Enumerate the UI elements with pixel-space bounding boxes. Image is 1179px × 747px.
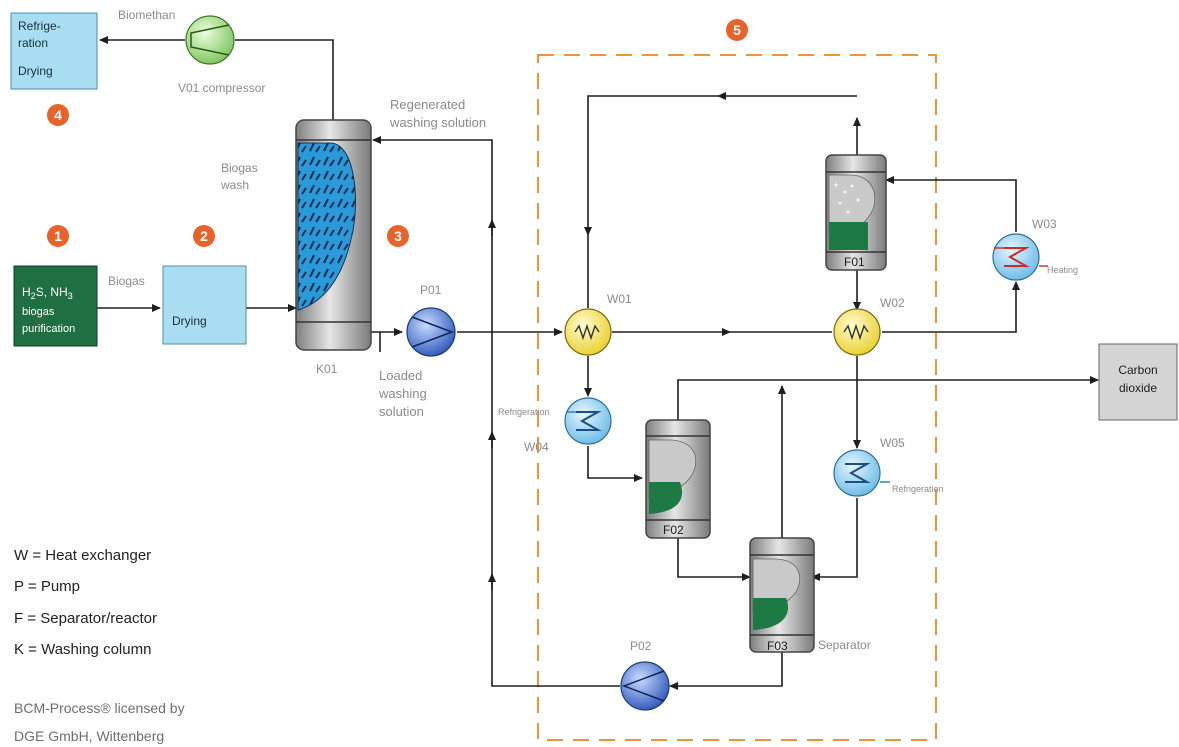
- regeneration-section-frame: [537, 54, 937, 741]
- p01-pump: [406, 307, 456, 357]
- p02-label: P02: [630, 639, 652, 653]
- credit-line-2: DGE GmbH, Wittenberg: [14, 728, 164, 744]
- legend-item-k: K = Washing column: [14, 641, 151, 658]
- step-badge-4: 4: [47, 104, 69, 126]
- purification-line3: purification: [22, 323, 75, 335]
- refdry-line2: ration: [18, 36, 48, 50]
- w02-heat-exchanger: [833, 308, 881, 356]
- legend-item-p: P = Pump: [14, 578, 80, 595]
- step-badge-1: 1: [47, 225, 69, 247]
- svg-text:4: 4: [54, 107, 62, 123]
- loaded-label-1: Loaded: [379, 368, 422, 383]
- svg-text:5: 5: [733, 22, 741, 38]
- legend-item-f: F = Separator/reactor: [14, 610, 157, 627]
- legend-item-w: W = Heat exchanger: [14, 547, 151, 564]
- w04-heat-exchanger: [564, 397, 612, 445]
- co2-line1: Carbon: [1118, 363, 1157, 377]
- biogas-wash-label-2: wash: [220, 178, 249, 192]
- k01-washing-column: [295, 119, 372, 351]
- step-badge-2: 2: [193, 225, 215, 247]
- f01-label: F01: [844, 255, 865, 269]
- biogas-purification-box: H2S, NH3 biogas purification: [13, 265, 98, 347]
- w03-label: W03: [1032, 217, 1057, 231]
- v01-compressor: [185, 15, 235, 65]
- regenerated-label-1: Regenerated: [390, 97, 465, 112]
- f01-separator: [825, 154, 887, 271]
- svg-text:2: 2: [200, 228, 208, 244]
- step-badge-3: 3: [387, 225, 409, 247]
- w02-label: W02: [880, 296, 905, 310]
- p01-label: P01: [420, 283, 442, 297]
- svg-text:1: 1: [54, 228, 62, 244]
- f03-separator: [749, 537, 815, 653]
- w01-label: W01: [607, 292, 632, 306]
- refdry-line1: Refrige-: [18, 19, 61, 33]
- refrigeration-drying-box: Refrige- ration Drying: [10, 12, 98, 90]
- separator-label: Separator: [818, 638, 871, 652]
- co2-line2: dioxide: [1119, 381, 1157, 395]
- p02-pump: [620, 661, 670, 711]
- pipes: [97, 36, 1099, 690]
- svg-text:H2S, NH3: H2S, NH3: [22, 285, 73, 301]
- k01-label: K01: [316, 362, 338, 376]
- loaded-label-2: washing: [378, 386, 427, 401]
- v01-label: V01 compressor: [178, 81, 265, 95]
- w05-label: W05: [880, 436, 905, 450]
- f02-label: F02: [663, 523, 684, 537]
- labels: Biomethan V01 compressor Regenerated was…: [14, 8, 1078, 744]
- purification-line2: biogas: [22, 306, 55, 318]
- refrigeration-w04-label: Refrigeration: [498, 407, 550, 417]
- step-badge-5: 5: [726, 19, 748, 41]
- w01-heat-exchanger: [564, 308, 612, 356]
- w05-heat-exchanger: [833, 449, 890, 497]
- drying-label: Drying: [172, 314, 207, 328]
- regenerated-label-2: washing solution: [389, 115, 486, 130]
- heating-label: Heating: [1047, 265, 1078, 275]
- carbon-dioxide-box: Carbon dioxide: [1098, 343, 1178, 421]
- w03-heat-exchanger: [992, 233, 1048, 281]
- biomethan-label: Biomethan: [118, 8, 175, 22]
- credit-line-1: BCM-Process® licensed by: [14, 700, 185, 716]
- biogas-wash-label-1: Biogas: [221, 161, 258, 175]
- refrigeration-w05-label: Refrigeration: [892, 484, 944, 494]
- svg-text:3: 3: [394, 228, 402, 244]
- biogas-label: Biogas: [108, 274, 145, 288]
- w04-label: W04: [524, 440, 549, 454]
- f02-separator: [645, 419, 711, 539]
- f03-label: F03: [767, 639, 788, 653]
- refdry-line3: Drying: [18, 64, 53, 78]
- drying-box: Drying: [162, 265, 247, 345]
- loaded-label-3: solution: [379, 404, 424, 419]
